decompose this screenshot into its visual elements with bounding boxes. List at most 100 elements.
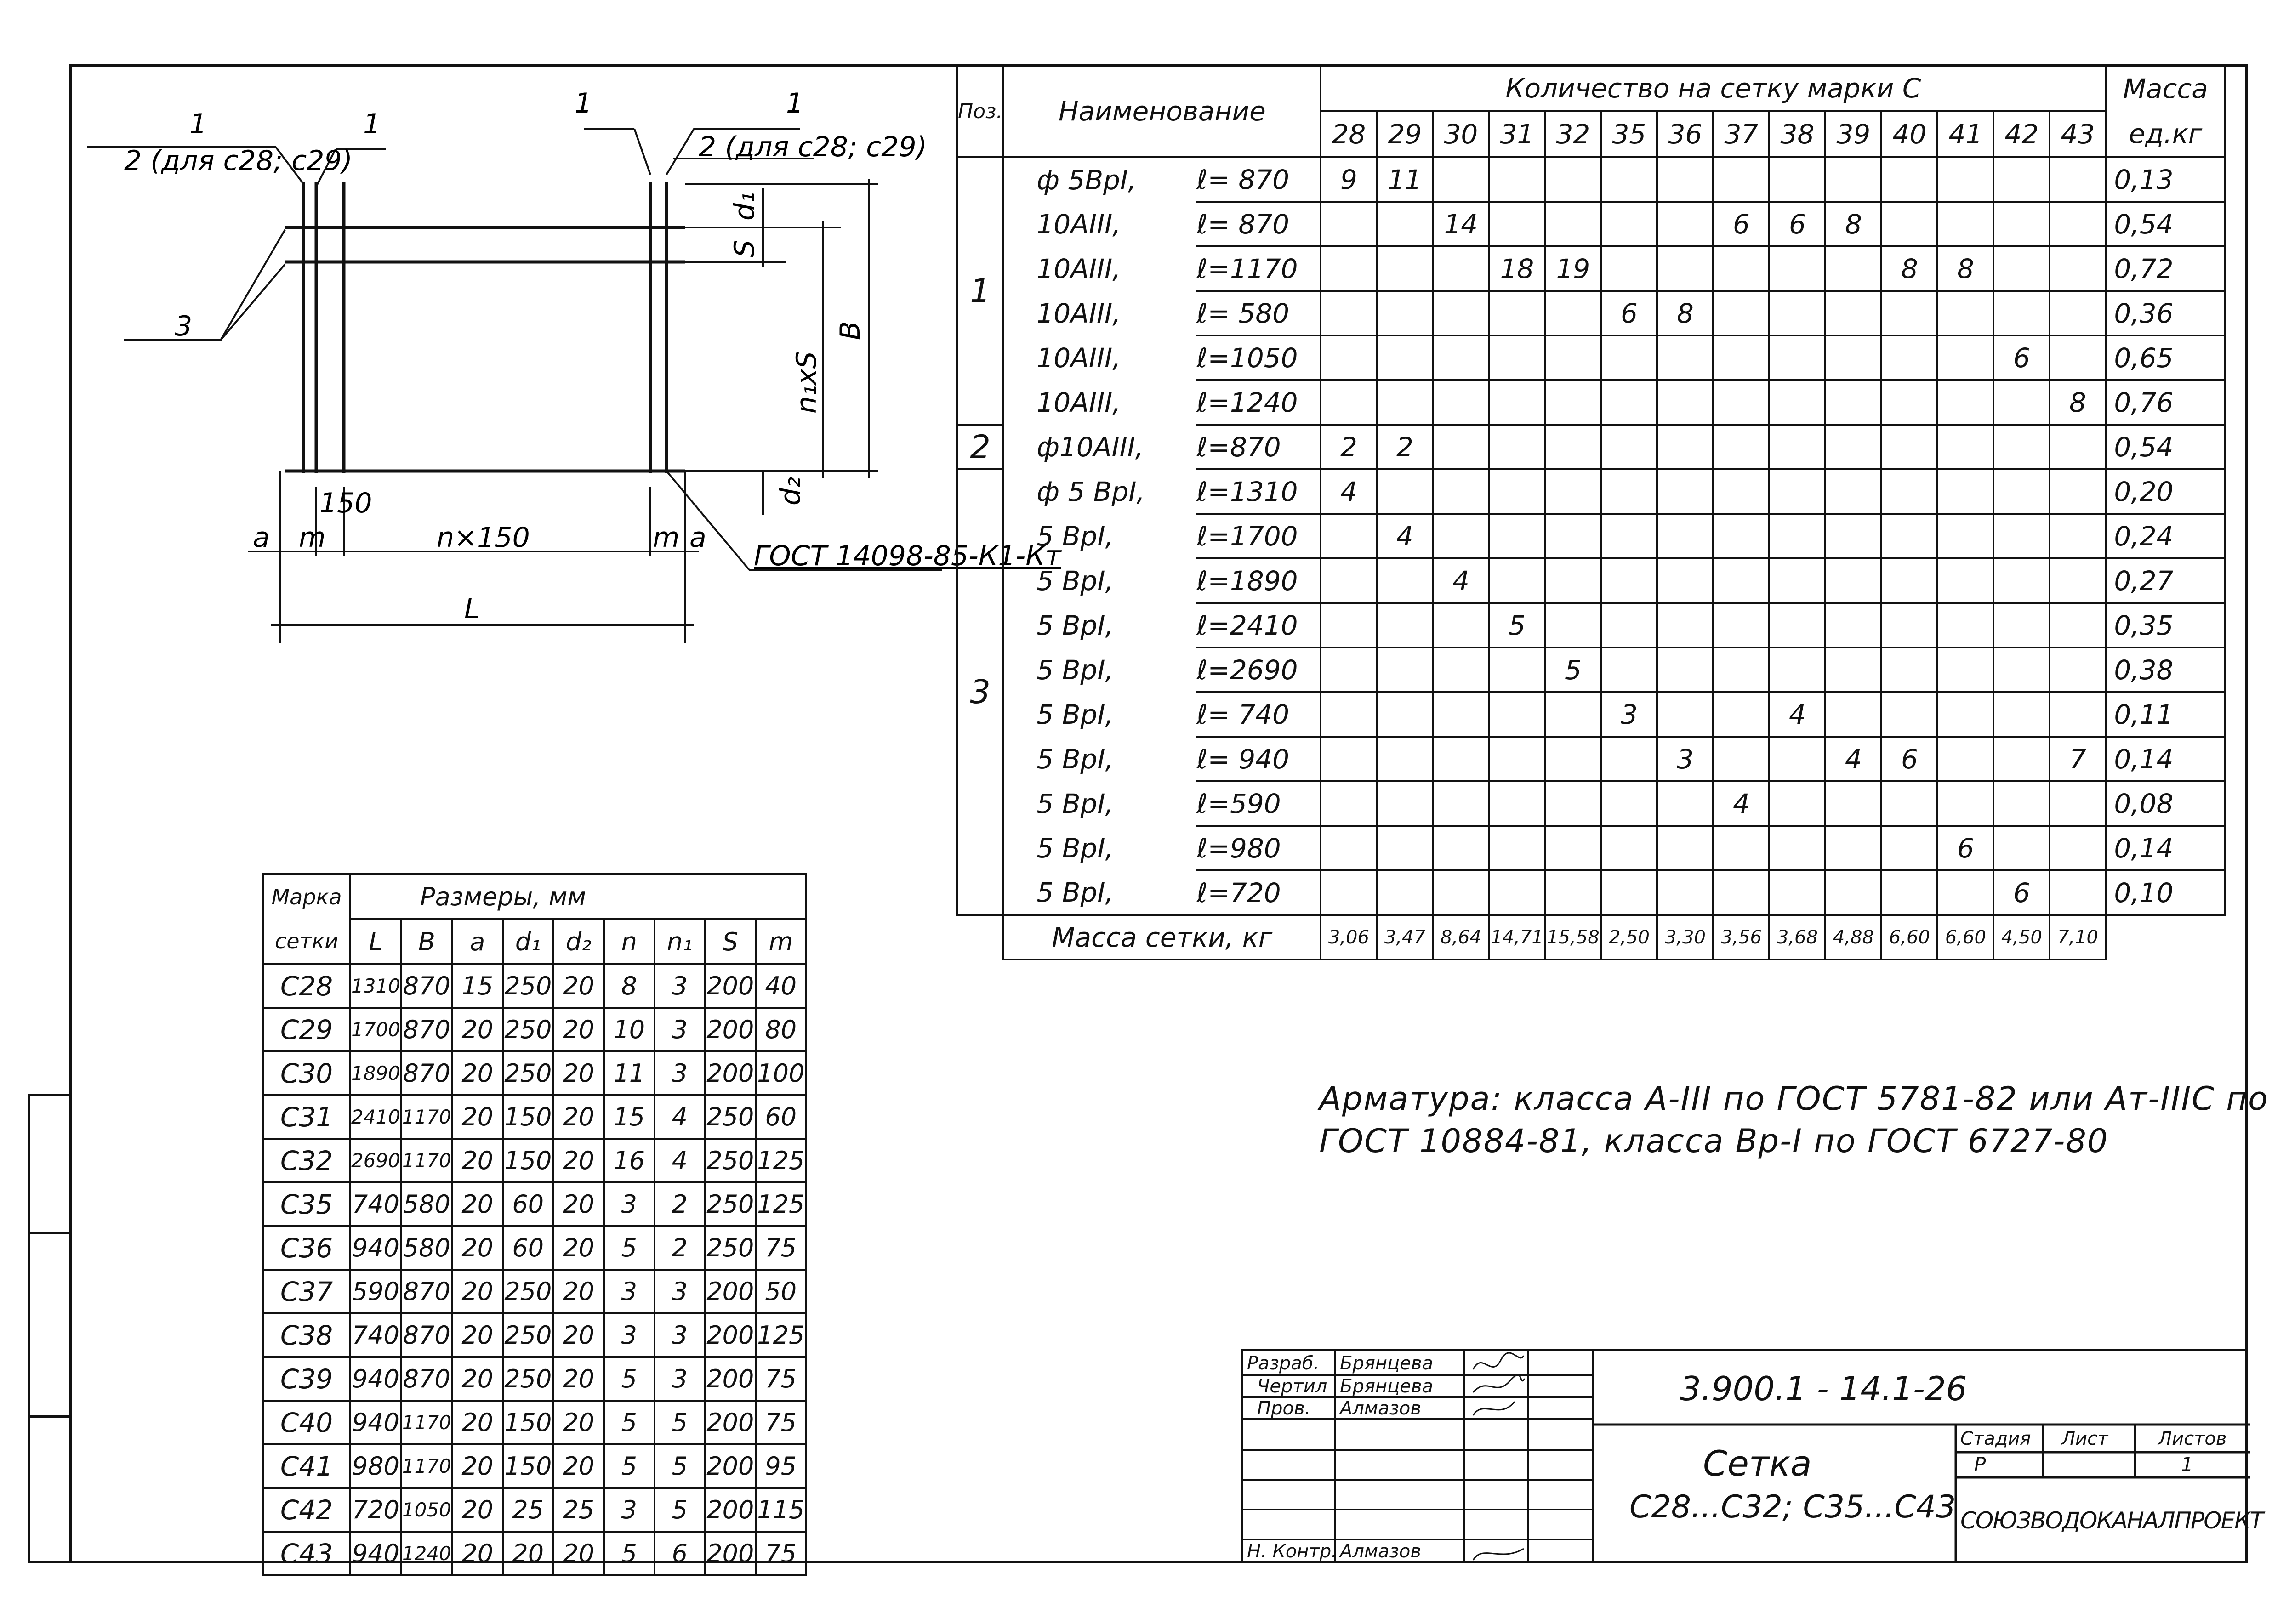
spec-qty-cell [1656,156,1714,203]
spec-qty-cell [1600,201,1658,247]
dims-value-cell: 50 [754,1269,807,1314]
note-line2: ГОСТ 10884-81, класса Вр-I по ГОСТ 6727-… [1319,1122,2109,1160]
dims-value-cell: 1170 [400,1443,453,1489]
spec-qty-cell [1432,245,1490,292]
dims-value-cell: 250 [501,1007,554,1052]
dims-value-cell: 20 [451,1269,504,1314]
spec-qty-cell: 6 [1936,825,1995,871]
spec-unit-mass: 0,24 [2105,513,2226,559]
label-pos1-c: 1 [575,87,592,119]
spec-qty-cell [1880,379,1939,426]
dims-value-cell: 150 [501,1443,554,1489]
dims-value-cell: 5 [653,1443,706,1489]
dims-col: d₂ [552,918,605,965]
spec-qty-cell: 8 [1824,201,1883,247]
spec-bar-length: ℓ=1170 [1196,245,1322,292]
spec-qty-cell: 8 [1936,245,1995,292]
spec-qty-cell [1936,424,1995,470]
dims-value-cell: 20 [552,1181,605,1227]
spec-qty-cell [1320,290,1378,336]
spec-qty-cell [1712,647,1771,693]
dims-value-cell: 250 [501,1050,554,1096]
spec-qty-cell: 3 [1600,691,1658,738]
spec-qty-cell [1488,290,1546,336]
spec-qty-cell [1600,736,1658,782]
spec-qty-cell [1320,379,1378,426]
spec-qty-cell [1488,736,1546,782]
spec-bar-name: ф 5 ВрI, [1002,469,1197,514]
spec-qty-cell [1600,869,1658,916]
dims-value-cell: 5 [603,1400,655,1445]
spec-qty-cell [1376,245,1434,292]
dims-header-mark-l2: сетки [262,919,351,965]
spec-total-cell: 7,10 [2049,914,2107,960]
dims-mark-cell: С31 [262,1094,351,1140]
spec-qty-cell [1768,869,1827,916]
dims-value-cell: 870 [400,1007,453,1052]
spec-qty-cell [1320,201,1378,247]
spec-qty-cell [1320,736,1378,782]
dims-value-cell: 20 [552,1269,605,1314]
dims-value-cell: 3 [603,1181,655,1227]
spec-qty-cell [1656,869,1714,916]
stage-value: Р [1974,1453,1986,1476]
spec-bar-length: ℓ= 870 [1196,156,1322,203]
title-line1: Сетка [1703,1443,1812,1484]
binding-strip [28,1094,69,1563]
spec-qty-cell [1936,201,1995,247]
spec-unit-mass: 0,35 [2105,602,2226,648]
spec-total-cell: 3,06 [1320,914,1378,960]
spec-qty-cell: 6 [1993,869,2051,916]
dims-value-cell: 200 [704,1050,757,1096]
dims-mark-cell: С29 [262,1007,351,1052]
spec-qty-cell [1488,691,1546,738]
spec-bar-length: ℓ=2410 [1196,602,1322,648]
dims-mark-cell: С35 [262,1181,351,1227]
label-b: В [834,321,866,340]
spec-qty-cell [1600,424,1658,470]
dims-value-cell: 3 [653,1050,706,1096]
dims-col: n₁ [653,918,706,965]
spec-qty-cell [2049,468,2107,515]
spec-bar-name: 5 ВрI, [1002,603,1197,647]
spec-qty-cell [1544,825,1602,871]
dims-value-cell: 720 [349,1487,402,1533]
dims-value-cell: 75 [754,1400,807,1445]
spec-qty-cell: 8 [2049,379,2107,426]
spec-qty-cell [1824,513,1883,559]
spec-qty-cell [1432,736,1490,782]
dims-value-cell: 4 [653,1094,706,1140]
dims-col: a [451,918,504,965]
spec-qty-cell [1656,602,1714,648]
label-m-right: m [653,522,679,554]
spec-qty-cell [1880,468,1939,515]
spec-pos: 3 [956,468,1005,916]
spec-unit-mass: 0,14 [2105,825,2226,871]
dims-value-cell: 740 [349,1312,402,1358]
dims-value-cell: 100 [754,1050,807,1096]
mark-col: 40 [1880,110,1939,158]
spec-bar-name: 5 ВрI, [1002,737,1197,781]
spec-qty-cell [1376,825,1434,871]
spec-qty-cell [1768,736,1827,782]
spec-qty-cell [1488,647,1546,693]
spec-total-cell: 6,60 [1936,914,1995,960]
spec-qty-cell [1600,780,1658,827]
dims-value-cell: 1700 [349,1007,402,1052]
dims-mark-cell: С30 [262,1050,351,1096]
spec-qty-cell: 11 [1376,156,1434,203]
spec-total-cell: 3,47 [1376,914,1434,960]
dims-value-cell: 200 [704,1531,757,1576]
dims-mark-cell: С43 [262,1531,351,1576]
spec-qty-cell: 14 [1432,201,1490,247]
spec-qty-cell [1993,557,2051,604]
role-chertil: Чертил [1257,1376,1327,1397]
label-nxs: n₁xS [791,351,823,414]
